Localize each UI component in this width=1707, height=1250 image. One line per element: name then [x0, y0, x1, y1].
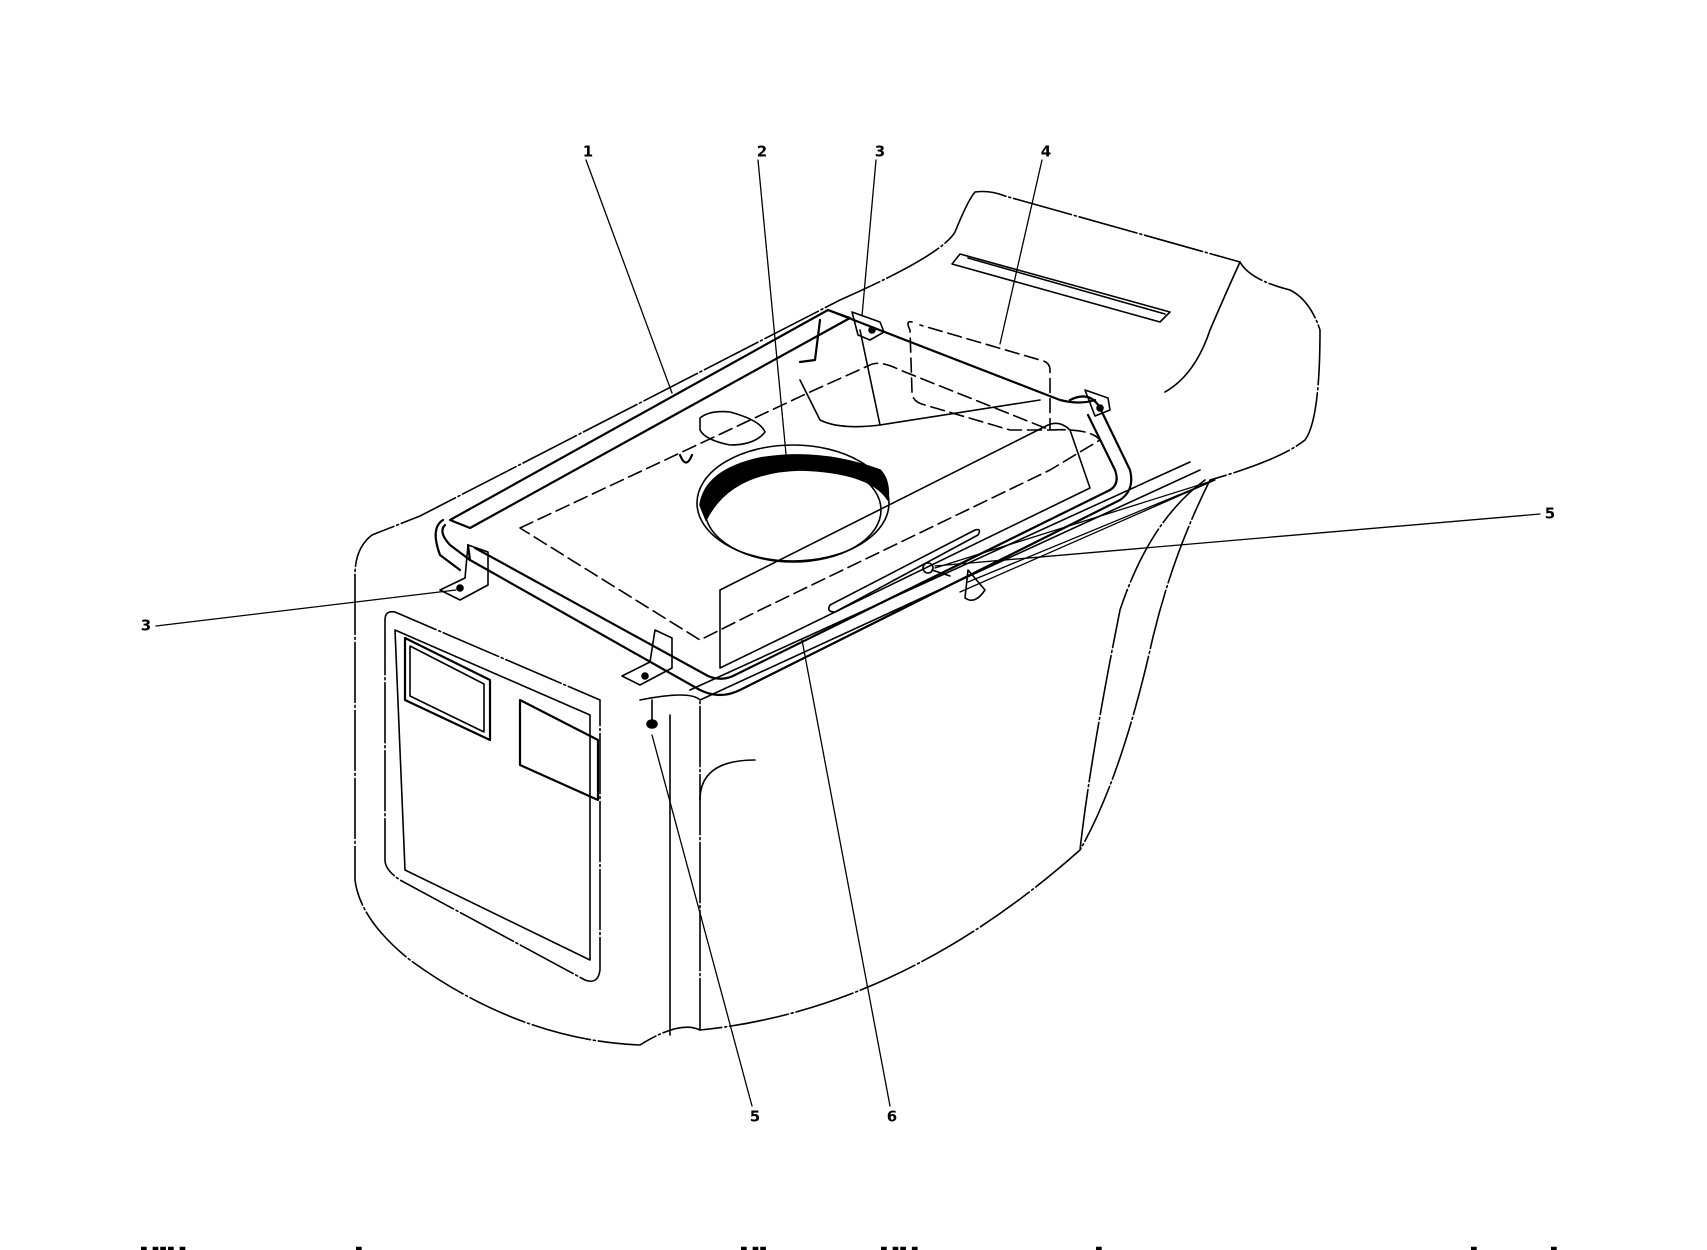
truncated-footer: ▮ ▮▮▮ ▮ ▮ ▮ ▮▮ ▮ ▮▮ ▮ ▮ ▮ ▮ [0, 1243, 1707, 1250]
leader-lines [155, 159, 1541, 1107]
callout-5-bottom: 5 [749, 1107, 761, 1126]
seal-ring [696, 444, 890, 563]
callout-3-top: 3 [874, 142, 886, 161]
screw-front [646, 699, 658, 729]
housing-body [354, 190, 1321, 1046]
panel-dashed [907, 320, 1051, 431]
bracket-front-right [621, 629, 673, 686]
callout-5-right: 5 [1544, 504, 1556, 523]
frame [434, 308, 1133, 697]
callout-4: 4 [1040, 142, 1052, 161]
callout-2: 2 [756, 142, 768, 161]
callout-1: 1 [582, 142, 594, 161]
callout-3-left: 3 [140, 616, 152, 635]
bracket-rear [851, 311, 1111, 417]
callout-6: 6 [886, 1107, 898, 1126]
basin [519, 329, 1101, 641]
screw-side [922, 562, 986, 601]
fascia-slot [828, 528, 981, 613]
bracket-front-left [439, 544, 489, 601]
